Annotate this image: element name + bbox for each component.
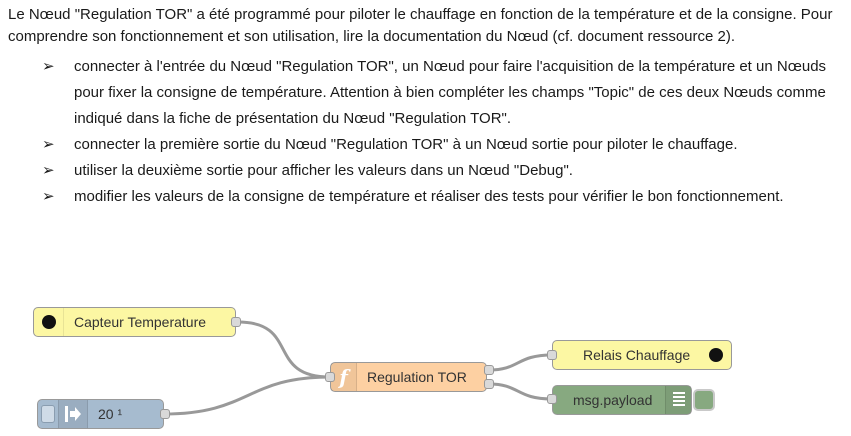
inject-button[interactable] bbox=[38, 400, 58, 428]
node-icon-area bbox=[34, 308, 64, 336]
intro-paragraph: Le Nœud "Regulation TOR" a été programmé… bbox=[8, 6, 833, 45]
debug-node[interactable]: msg.payload bbox=[552, 385, 692, 415]
input-port[interactable] bbox=[325, 372, 335, 382]
instruction-list: ➢ connecter à l'entrée du Nœud "Regulati… bbox=[8, 54, 844, 210]
bullet-arrow-icon: ➢ bbox=[42, 58, 55, 75]
node-label: Capteur Temperature bbox=[74, 314, 207, 330]
debug-list-icon bbox=[665, 386, 691, 414]
list-item: ➢ modifier les valeurs de la consigne de… bbox=[8, 184, 844, 210]
list-item-text: connecter la première sortie du Nœud "Re… bbox=[74, 136, 738, 153]
output-port[interactable] bbox=[160, 409, 170, 419]
output-port-1[interactable] bbox=[484, 365, 494, 375]
node-icon-area bbox=[701, 341, 731, 369]
capteur-temperature-node[interactable]: Capteur Temperature bbox=[33, 307, 236, 337]
wire-regulation-to-debug bbox=[488, 382, 553, 401]
function-icon: f bbox=[331, 363, 357, 391]
input-port[interactable] bbox=[547, 350, 557, 360]
bullet-arrow-icon: ➢ bbox=[42, 188, 55, 205]
instruction-document: Le Nœud "Regulation TOR" a été programmé… bbox=[8, 4, 844, 210]
output-port-2[interactable] bbox=[484, 379, 494, 389]
list-item: ➢ utiliser la deuxième sortie pour affic… bbox=[8, 158, 844, 184]
bullet-arrow-icon: ➢ bbox=[42, 162, 55, 179]
input-port[interactable] bbox=[547, 394, 557, 404]
wire-consigne-to-regulation bbox=[163, 375, 331, 416]
wire-capteur-to-regulation bbox=[237, 320, 331, 379]
list-item-text: utiliser la deuxième sortie pour affiche… bbox=[74, 162, 573, 179]
node-label: Regulation TOR bbox=[367, 369, 467, 385]
black-dot-icon bbox=[709, 348, 723, 362]
list-item-text: connecter à l'entrée du Nœud "Regulation… bbox=[74, 58, 827, 127]
list-item: ➢ connecter la première sortie du Nœud "… bbox=[8, 132, 844, 158]
flow-wires bbox=[163, 320, 553, 416]
consigne-inject-node[interactable]: 20 ¹ bbox=[37, 399, 164, 429]
list-item: ➢ connecter à l'entrée du Nœud "Regulati… bbox=[8, 54, 844, 132]
node-label: Relais Chauffage bbox=[583, 347, 691, 363]
node-label: 20 ¹ bbox=[98, 406, 123, 422]
list-item-text: modifier les valeurs de la consigne de t… bbox=[74, 188, 784, 205]
relais-chauffage-node[interactable]: Relais Chauffage bbox=[552, 340, 732, 370]
bullet-arrow-icon: ➢ bbox=[42, 136, 55, 153]
node-label: msg.payload bbox=[573, 392, 653, 408]
wire-regulation-to-relais bbox=[488, 353, 553, 372]
black-dot-icon bbox=[41, 315, 56, 329]
regulation-tor-node[interactable]: f Regulation TOR bbox=[330, 362, 487, 392]
node-red-flow: Capteur Temperature 20 ¹ f Regulation TO… bbox=[0, 296, 851, 436]
debug-toggle-button[interactable] bbox=[693, 389, 715, 411]
inject-arrow-icon bbox=[58, 400, 88, 428]
output-port[interactable] bbox=[231, 317, 241, 327]
